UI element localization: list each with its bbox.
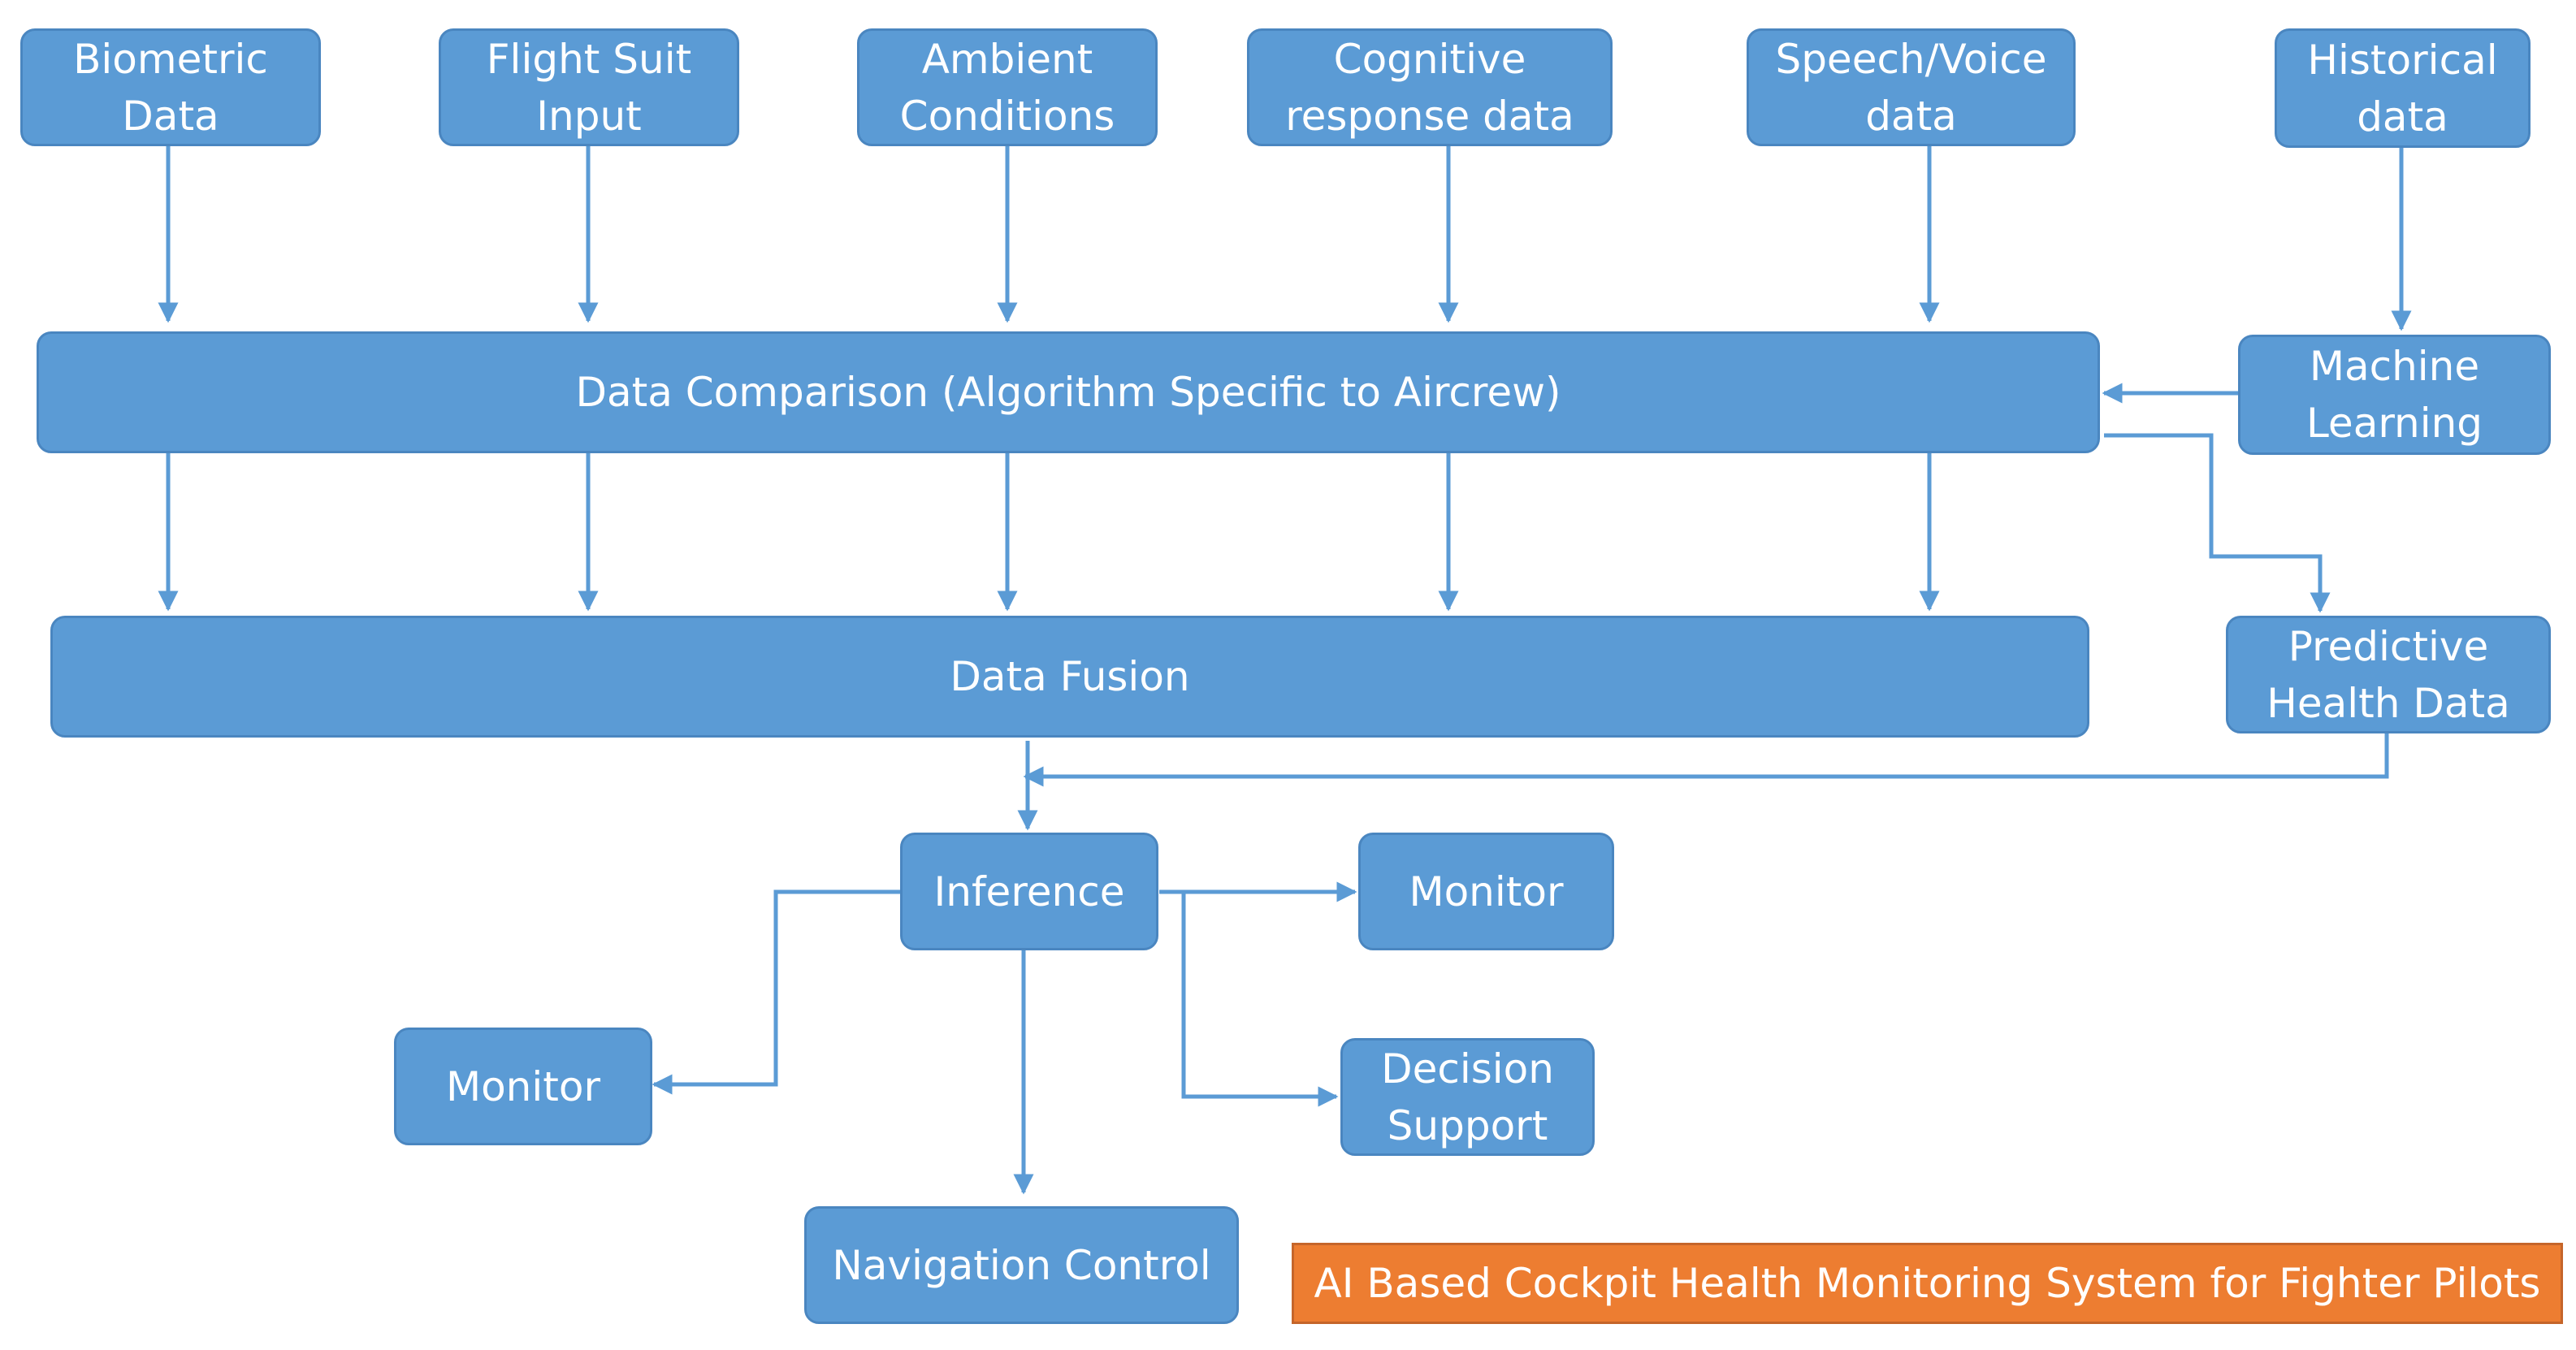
cognitive-response-data-box: Cognitive response data	[1247, 28, 1613, 146]
flight-suit-input-box: Flight Suit Input	[439, 28, 739, 146]
speech-voice-data-box: Speech/Voice data	[1747, 28, 2076, 146]
ambient-conditions-box: Ambient Conditions	[857, 28, 1158, 146]
biometric-data-box: Biometric Data	[20, 28, 321, 146]
arrow-predictive-to-inference	[1023, 733, 2389, 787]
inference-box: Inference	[900, 833, 1158, 950]
arrow-inference-to-monitor-left	[652, 889, 900, 1095]
arrow-comparison-to-predictive	[2104, 433, 2331, 613]
historical-data-box: Historical data	[2275, 28, 2531, 148]
data-comparison-box: Data Comparison (Algorithm Specific to A…	[37, 331, 2100, 453]
data-fusion-box: Data Fusion	[50, 616, 2089, 738]
diagram-title-banner: AI Based Cockpit Health Monitoring Syste…	[1292, 1243, 2563, 1324]
monitor-left-box: Monitor	[394, 1028, 652, 1145]
navigation-control-box: Navigation Control	[804, 1206, 1239, 1324]
monitor-right-box: Monitor	[1358, 833, 1614, 950]
decision-support-box: Decision Support	[1340, 1038, 1595, 1156]
machine-learning-box: Machine Learning	[2238, 335, 2551, 455]
predictive-health-data-box: Predictive Health Data	[2226, 616, 2551, 733]
arrow-inference-to-decision	[1181, 892, 1339, 1107]
